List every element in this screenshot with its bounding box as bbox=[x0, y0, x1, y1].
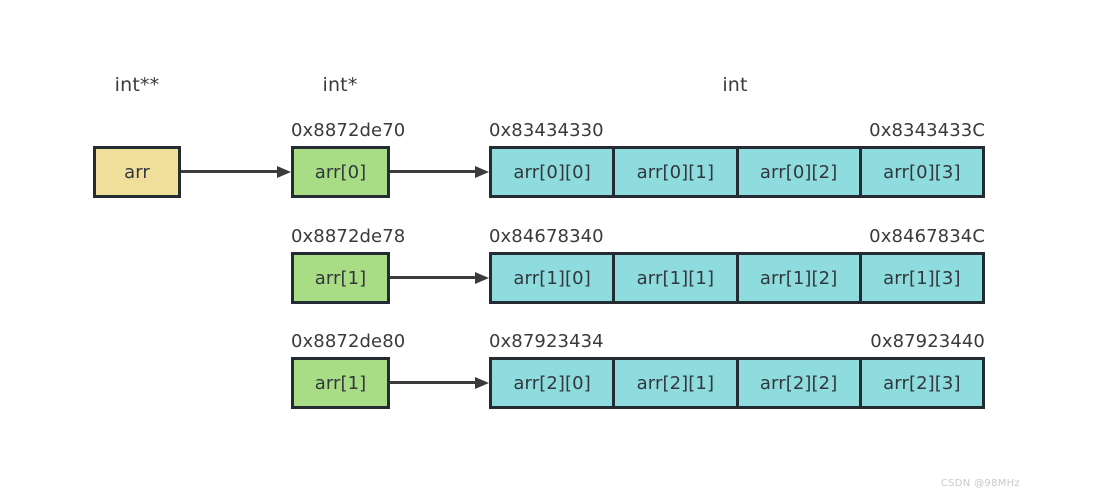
arrow-pointer-1-to-array-1 bbox=[390, 272, 489, 284]
array-cell-0-1: arr[0][1] bbox=[615, 149, 739, 195]
arrow-pointer-2-to-array-2-shaft bbox=[390, 381, 476, 384]
array-cell-0-0: arr[0][0] bbox=[492, 149, 616, 195]
array-cell-1-2: arr[1][2] bbox=[739, 255, 862, 301]
watermark: CSDN @98MHz bbox=[940, 478, 1020, 489]
arrow-root-to-pointer-0-shaft bbox=[181, 170, 278, 173]
array-strip-0: arr[0][0]arr[0][1]arr[0][2] arr[0][3] bbox=[489, 146, 985, 198]
array-end-address-2: 0x87923440 bbox=[870, 331, 985, 352]
array-cell-2-1: arr[2][1] bbox=[615, 360, 739, 406]
pointer-address-1: 0x8872de78 bbox=[291, 226, 406, 247]
pointer-address-0: 0x8872de70 bbox=[291, 120, 406, 141]
array-start-address-0: 0x83434330 bbox=[489, 120, 604, 141]
arrow-pointer-0-to-array-0-shaft bbox=[390, 170, 476, 173]
root-pointer-box: arr bbox=[93, 146, 181, 198]
array-end-address-0: 0x8343433C bbox=[869, 120, 985, 141]
array-cell-2-2: arr[2][2] bbox=[739, 360, 862, 406]
arrow-pointer-1-to-array-1-shaft bbox=[390, 276, 476, 279]
arrow-pointer-0-to-array-0-head bbox=[475, 166, 489, 178]
type-header-1: int* bbox=[322, 74, 358, 96]
arrow-pointer-1-to-array-1-head bbox=[475, 272, 489, 284]
arrow-pointer-2-to-array-2-head bbox=[475, 377, 489, 389]
array-strip-1: arr[1][0]arr[1][1]arr[1][2] arr[1][3] bbox=[489, 252, 985, 304]
type-header-2: int bbox=[722, 74, 748, 96]
type-header-0: int** bbox=[114, 74, 160, 96]
pointer-box-2: arr[1] bbox=[291, 357, 390, 409]
array-start-address-2: 0x87923434 bbox=[489, 331, 604, 352]
array-cell-1-0: arr[1][0] bbox=[492, 255, 616, 301]
array-cell-2-3: arr[2][3] bbox=[883, 372, 961, 394]
array-cell-0-3: arr[0][3] bbox=[883, 161, 961, 183]
array-end-address-1: 0x8467834C bbox=[869, 226, 985, 247]
arrow-pointer-2-to-array-2 bbox=[390, 377, 489, 389]
array-strip-2: arr[2][0]arr[2][1]arr[2][2] arr[2][3] bbox=[489, 357, 985, 409]
arrow-root-to-pointer-0-head bbox=[277, 166, 291, 178]
arrow-root-to-pointer-0 bbox=[181, 166, 291, 178]
pointer-box-0: arr[0] bbox=[291, 146, 390, 198]
pointer-address-2: 0x8872de80 bbox=[291, 331, 406, 352]
array-cell-2-0: arr[2][0] bbox=[492, 360, 616, 406]
pointer-box-1: arr[1] bbox=[291, 252, 390, 304]
array-cell-0-2: arr[0][2] bbox=[739, 149, 862, 195]
array-cell-1-3: arr[1][3] bbox=[883, 267, 961, 289]
arrow-pointer-0-to-array-0 bbox=[390, 166, 489, 178]
array-cell-1-1: arr[1][1] bbox=[615, 255, 739, 301]
array-start-address-1: 0x84678340 bbox=[489, 226, 604, 247]
